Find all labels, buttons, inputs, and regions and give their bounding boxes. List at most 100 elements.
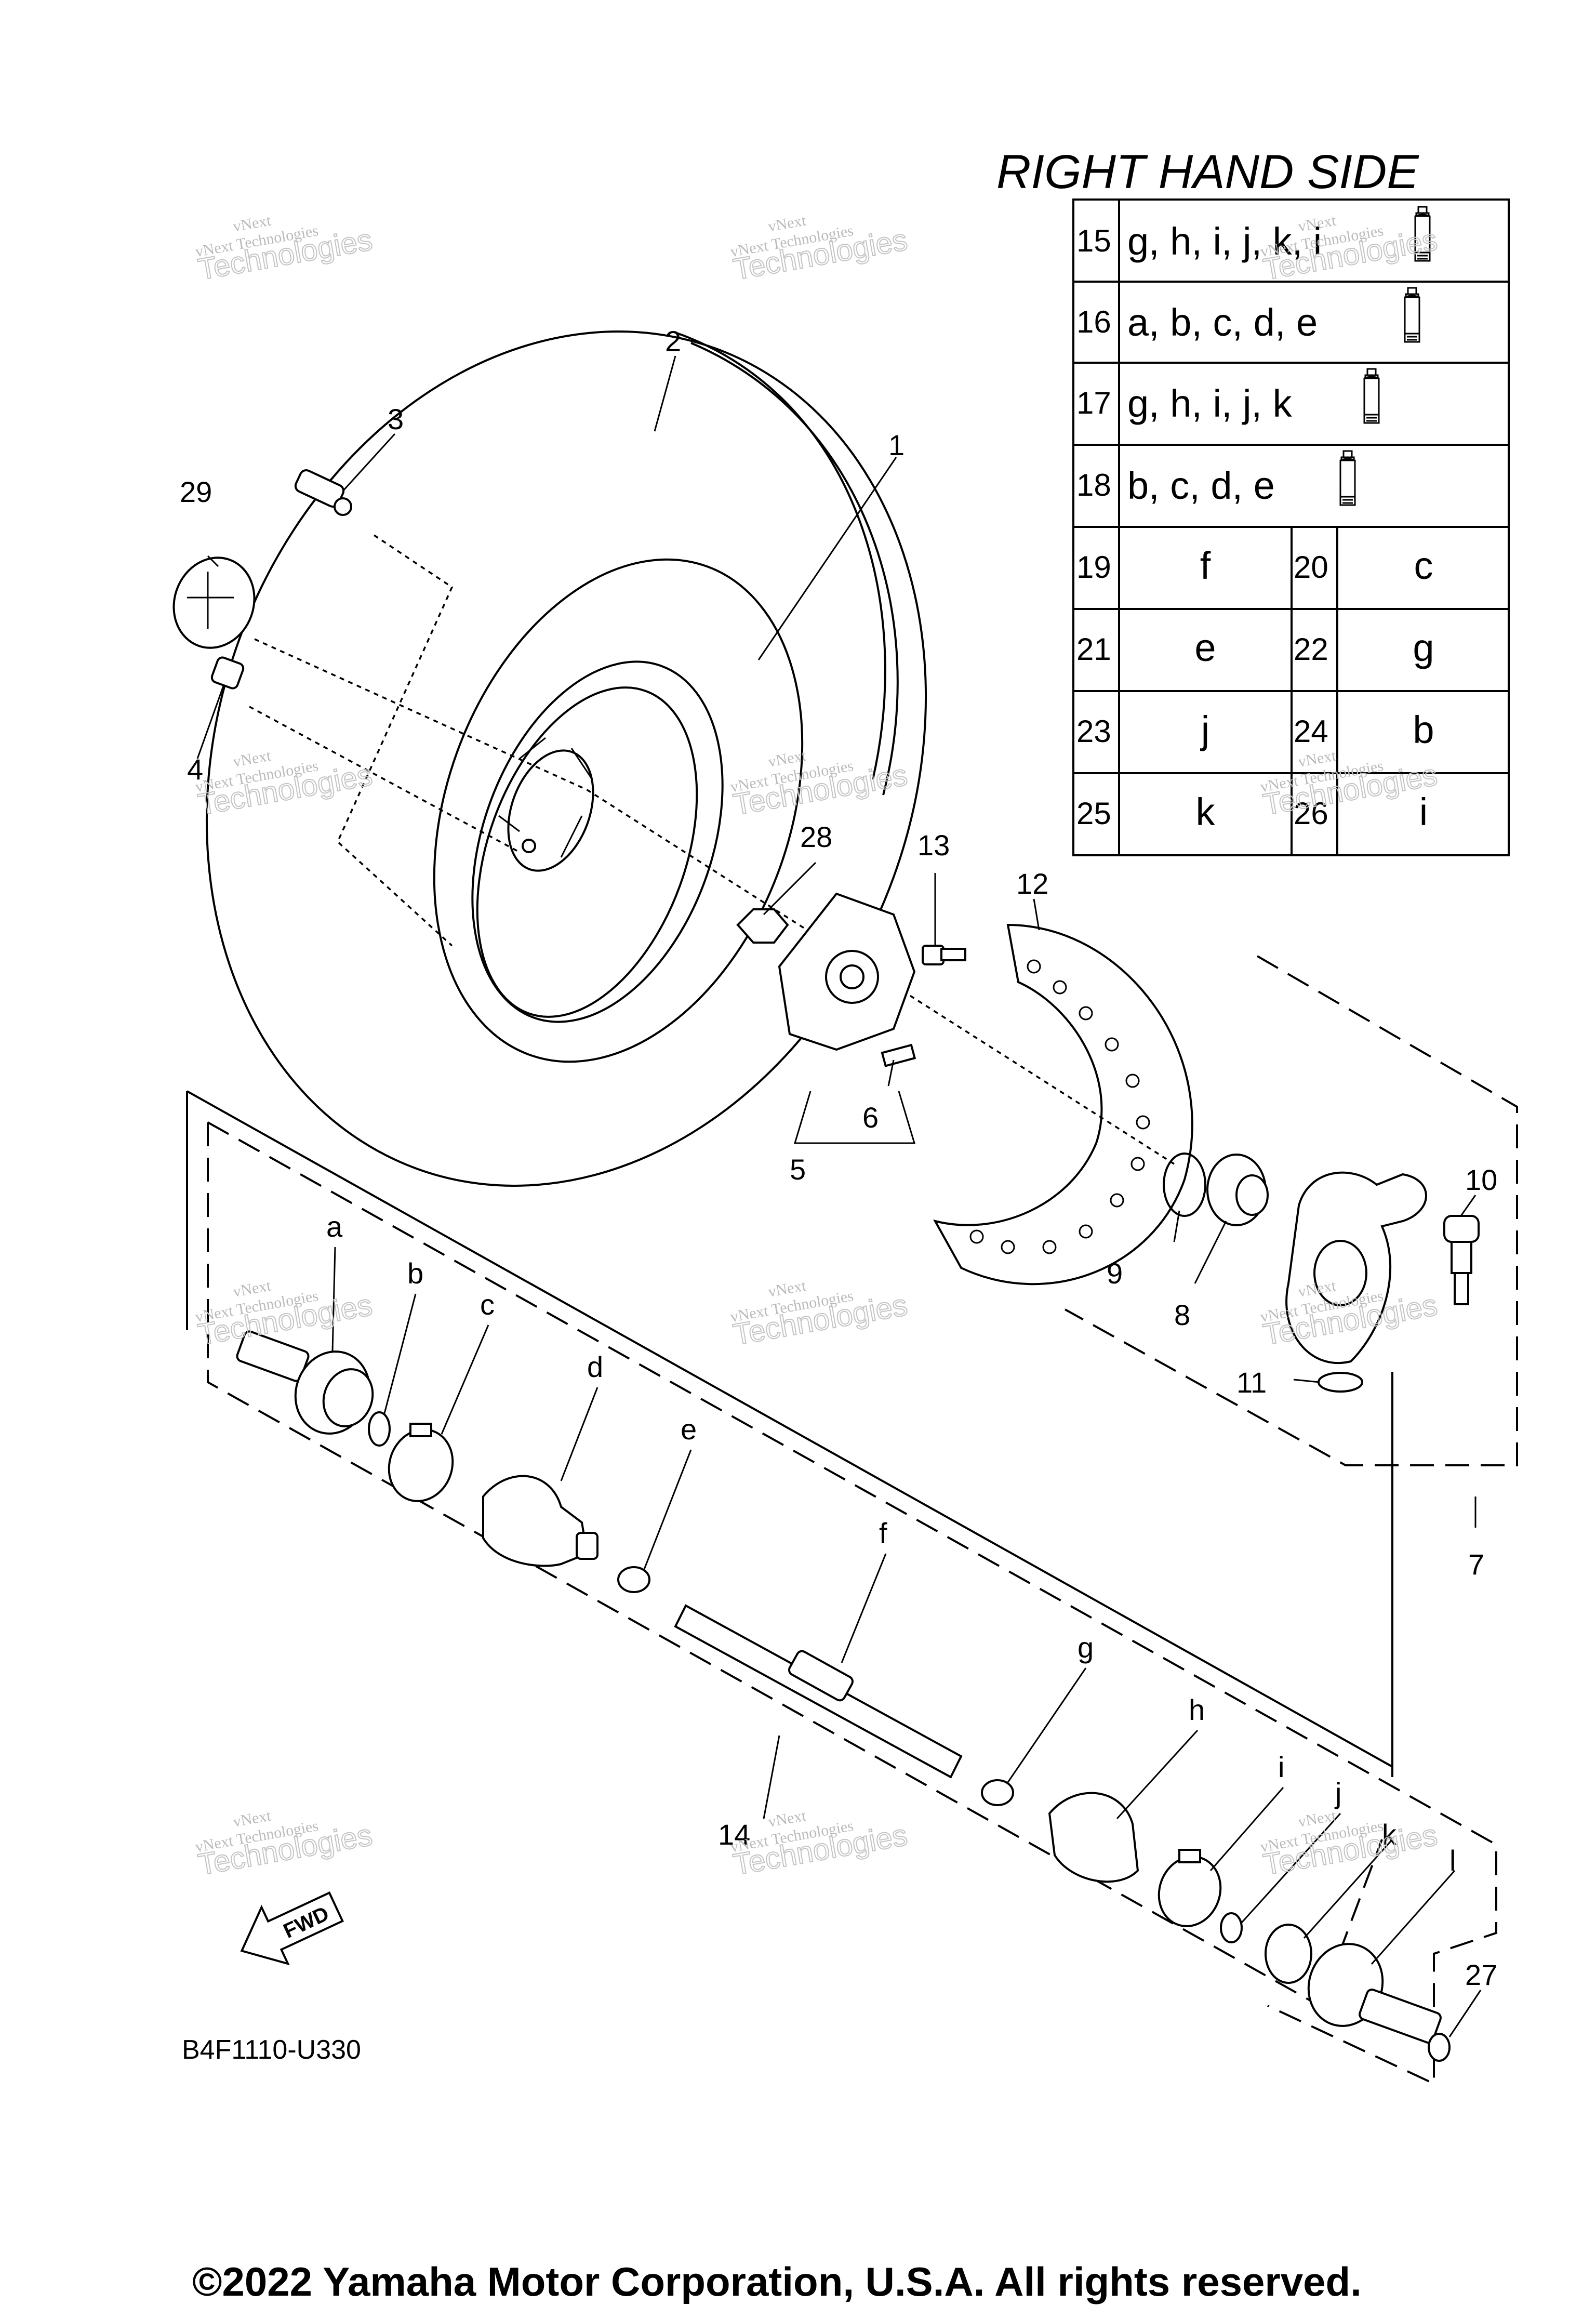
tire-valve [294,469,352,516]
callout-7: 7 [1468,1548,1484,1581]
watermark: Technologies vNext vNext Technologies [1259,212,1440,287]
watermark: Technologies vNext vNext Technologies [729,1807,910,1883]
single-row-letter: j [1200,708,1209,751]
circlip-j [1220,1912,1243,1943]
callouts: 1 2 3 29 4 28 13 12 6 5 9 8 10 11 7 14 2… [180,325,1497,2037]
callout-d: d [587,1350,603,1383]
nut-4 [210,656,245,690]
single-row-23-24: 23 j 24 b [1076,708,1434,751]
watermark: Technologies vNext vNext Technologies [1259,747,1440,823]
callout-12: 12 [1016,867,1048,900]
ball-joint-10 [1443,1215,1480,1305]
diagram-heading: RIGHT HAND SIDE [996,145,1419,198]
single-row-letter: e [1194,626,1216,669]
single-row-letter: c [1414,544,1433,587]
single-row-number: 21 [1076,632,1111,667]
single-row-number: 20 [1294,550,1328,585]
circlip-11 [1318,1372,1363,1393]
kit-row-letters: a, b, c, d, e [1127,301,1318,344]
kit-row-16: 16 a, b, c, d, e [1076,287,1420,344]
circlip-b [368,1411,391,1447]
callout-11: 11 [1236,1366,1267,1399]
single-row-19-20: 19 f 20 c [1076,544,1433,587]
callout-c: c [480,1288,495,1321]
single-row-letter: i [1419,790,1428,833]
watermark: Technologies vNext vNext Technologies [729,1277,910,1353]
callout-k: k [1382,1818,1397,1851]
grease-tube-icon [1363,368,1380,424]
single-row-letter: g [1413,626,1434,669]
boot-d [482,1475,598,1567]
watermark: Technologies vNext vNext Technologies [194,212,375,287]
single-row-letter: k [1196,790,1216,833]
single-row-number: 24 [1294,714,1328,749]
grease-tube-icon [1404,287,1420,343]
callout-j: j [1334,1777,1341,1809]
fwd-arrow-icon: FWD [240,1891,344,1966]
callout-a: a [326,1210,343,1243]
watermark: Technologies vNext vNext Technologies [729,212,910,287]
callout-13: 13 [917,829,950,862]
callout-8: 8 [1174,1299,1190,1331]
single-row-21-22: 21 e 22 g [1076,626,1434,669]
shaft-f [674,1604,963,1779]
circlip-9 [1163,1153,1206,1217]
single-row-number: 23 [1076,714,1111,749]
callout-l: l [1449,1844,1456,1877]
callout-g: g [1078,1631,1094,1664]
single-row-number: 25 [1076,796,1111,831]
callout-3: 3 [388,403,404,435]
kit-row-17: 17 g, h, i, j, k [1076,368,1380,425]
bolt-13 [922,945,966,965]
callout-b: b [407,1257,423,1290]
callout-29: 29 [180,475,212,508]
inner-cv-joint-l [1307,1943,1442,2044]
single-row-number: 19 [1076,550,1111,585]
outer-cv-joint-a [236,1330,374,1435]
kit-row-letters: g, h, i, j, k [1127,382,1293,425]
band-e [617,1566,650,1593]
wheel-rim [471,660,724,1023]
watermark: Technologies vNext vNext Technologies [194,1277,375,1353]
callout-6: 6 [862,1101,879,1134]
band-i [1158,1849,1222,1927]
kit-row-number: 16 [1076,304,1111,339]
bolt-6 [881,1043,916,1067]
boot-h [1048,1792,1139,1883]
diagram-code: B4F1110-U330 [182,2035,361,2065]
callout-i: i [1278,1751,1284,1783]
kit-table: 15 g, h, i, j, k, i 16 a, b, c, d, e 17 … [1072,198,1510,856]
watermark: Technologies vNext vNext Technologies [729,747,910,823]
single-row-letter: f [1200,544,1211,587]
kit-row-letters: g, h, i, j, k, i [1127,220,1322,263]
copyright-notice: ©2022 Yamaha Motor Corporation, U.S.A. A… [192,2259,1362,2304]
band-c [388,1423,454,1502]
watermark: Technologies vNext vNext Technologies [1259,1807,1440,1883]
kit-row-number: 15 [1076,223,1111,258]
callout-2: 2 [665,325,681,357]
callout-1: 1 [888,429,905,461]
circlip-27 [1428,2033,1451,2062]
grease-tube-icon [1414,206,1431,262]
kit-row-15: 15 g, h, i, j, k, i [1076,206,1431,263]
watermark: Technologies vNext vNext Technologies [194,1807,375,1883]
tire [205,330,927,1187]
grease-tube-icon [1339,450,1356,506]
callout-14: 14 [718,1818,750,1851]
steering-knuckle [1285,1171,1427,1365]
callout-4: 4 [187,753,203,786]
plate-k [1265,1924,1312,1984]
single-row-number: 22 [1294,632,1328,667]
watermark: Technologies vNext vNext Technologies [194,747,375,823]
brake-disc [933,923,1193,1286]
drive-shaft-assembly [186,1090,1497,2086]
callout-f: f [879,1517,887,1549]
hub [778,892,916,1051]
kit-row-18: 18 b, c, d, e [1076,450,1356,507]
callout-10: 10 [1465,1163,1497,1196]
band-g [981,1779,1014,1806]
single-row-25-26: 25 k 26 i [1076,790,1428,833]
nut-28 [736,908,789,944]
